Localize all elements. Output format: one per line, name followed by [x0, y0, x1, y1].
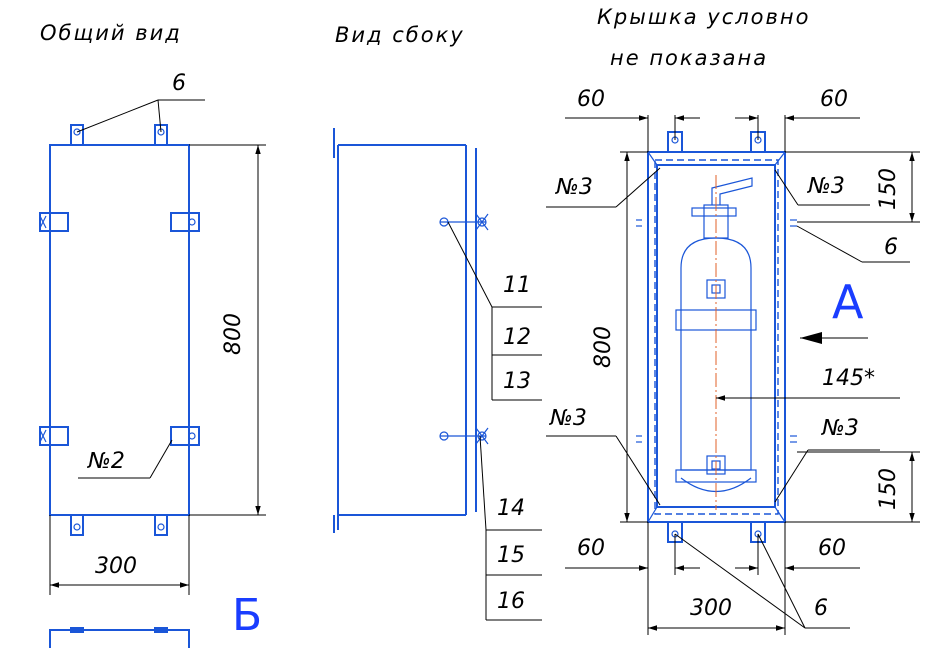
front-dim-top-right: 60 [820, 87, 848, 112]
cabinet-body [49, 144, 190, 516]
side-hinge-top [439, 213, 489, 231]
section-label: Б [232, 590, 262, 641]
general-view-title: Общий вид [40, 21, 182, 45]
general-view: 6 №2 800 300 [39, 71, 266, 595]
view-arrow-label: А [832, 275, 864, 329]
side-view-title: Вид сбоку [335, 23, 465, 47]
front-dim-height: 800 [591, 326, 616, 368]
front-view-title-line2: не показана [610, 46, 768, 70]
part-number-12: 12 [503, 325, 531, 350]
fire-extinguisher [675, 175, 757, 510]
weld-top-left: №3 [555, 175, 593, 200]
front-dim-top-offset: 150 [876, 168, 901, 210]
front-dim-bottom-left: 60 [577, 536, 605, 561]
front-dim-bottom-right: 60 [818, 536, 846, 561]
side-hinge-bottom [439, 427, 489, 445]
front-dim-top-left: 60 [577, 87, 605, 112]
hinge-left-bottom [39, 426, 69, 446]
section-view-partial [49, 629, 190, 648]
mounting-lug [70, 124, 84, 146]
weld-bottom-right: №3 [821, 416, 859, 441]
general-dim-height: 800 [221, 313, 246, 355]
mounting-lug [154, 514, 168, 536]
front-callout-6-right: 6 [884, 235, 898, 260]
front-dim-width: 300 [690, 596, 732, 621]
cabinet-outer [647, 151, 786, 523]
side-view: 11 12 13 14 15 16 [333, 128, 542, 621]
front-view: 60 60 60 60 300 800 150 150 145* [546, 87, 920, 635]
weld-top-right: №3 [807, 174, 845, 199]
mounting-lug [70, 514, 84, 536]
hinge-left-top [39, 212, 69, 232]
general-callout-6: 6 [172, 71, 186, 96]
cabinet-frame [654, 159, 779, 515]
part-number-15: 15 [497, 543, 525, 568]
bracket-right-bottom [170, 426, 200, 446]
front-callout-6-bottom: 6 [814, 596, 828, 621]
general-dim-width: 300 [95, 554, 137, 579]
weld-bottom-left: №3 [549, 406, 587, 431]
part-number-11: 11 [503, 273, 531, 298]
bracket-right-top [170, 212, 200, 232]
general-bracket-label: №2 [87, 449, 125, 474]
part-number-13: 13 [503, 369, 531, 394]
front-dim-axis: 145* [822, 366, 875, 391]
front-view-title-line1: Крышка условно [597, 5, 810, 29]
part-number-16: 16 [497, 589, 525, 614]
front-dim-bottom-offset: 150 [876, 468, 901, 510]
part-number-14: 14 [497, 496, 525, 521]
